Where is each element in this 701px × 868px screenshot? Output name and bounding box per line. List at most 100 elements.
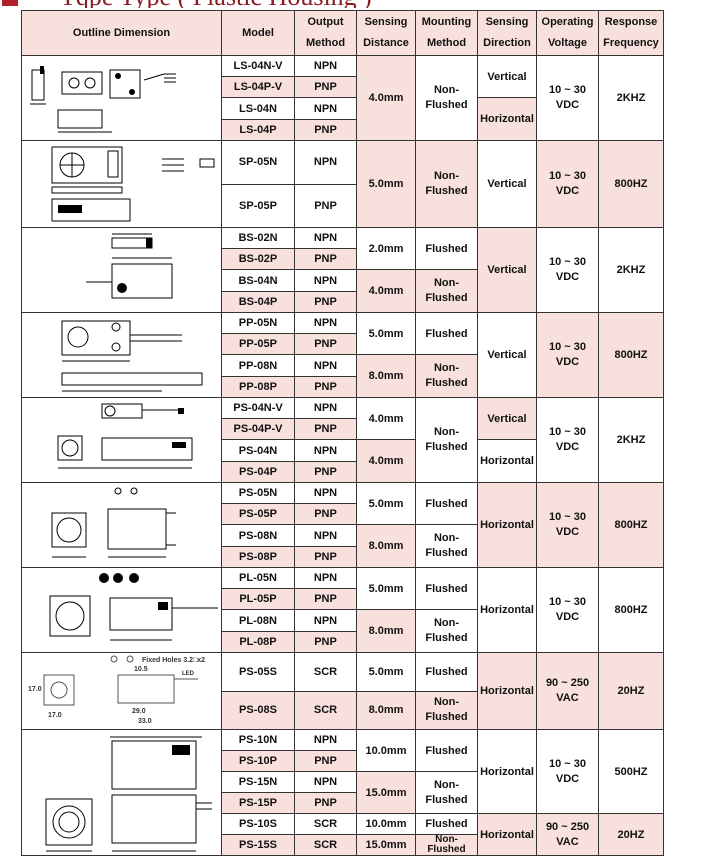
pp-sensor-drawing	[61, 320, 203, 392]
frequency-cell: 800HZ	[598, 567, 664, 653]
outline-drawing-ls	[21, 55, 222, 141]
output-cell: PNP	[294, 376, 357, 398]
distance-cell: 2.0mm	[356, 227, 416, 270]
model-cell: PS-05P	[221, 503, 295, 525]
distance-cell: 4.0mm	[356, 439, 416, 483]
dim-label: 29.0	[132, 708, 146, 715]
frequency-cell: 2KHZ	[598, 397, 664, 483]
model-cell: PS-10S	[221, 813, 295, 835]
outline-drawing-bs	[21, 227, 222, 313]
model-cell: PP-05N	[221, 312, 295, 334]
distance-cell: 10.0mm	[356, 813, 416, 835]
model-cell: LS-04N-V	[221, 55, 295, 77]
outline-drawing-sp	[21, 140, 222, 228]
output-cell: PNP	[294, 546, 357, 568]
mounting-cell: Flushed	[415, 729, 478, 772]
page-title-text: Tqpe Type ( Plastic Housing )	[60, 0, 372, 8]
frequency-cell: 800HZ	[598, 312, 664, 398]
output-cell: PNP	[294, 461, 357, 483]
direction-cell: Horizontal	[477, 813, 537, 856]
distance-cell: 15.0mm	[356, 771, 416, 814]
output-cell: PNP	[294, 119, 357, 141]
output-cell: PNP	[294, 333, 357, 355]
ps05s-sensor-drawing: Fixed Holes 3.2□x2 17.0 17.0 10.5 LED 29…	[28, 655, 205, 725]
distance-cell: 15.0mm	[356, 834, 416, 856]
outline-drawing-ps10	[21, 729, 222, 856]
outline-drawing-ps05	[21, 482, 222, 568]
direction-cell: Horizontal	[477, 482, 537, 568]
outline-drawing-pl	[21, 567, 222, 653]
output-cell: SCR	[294, 690, 357, 730]
distance-cell: 8.0mm	[356, 354, 416, 398]
frequency-cell: 2KHZ	[598, 227, 664, 313]
page-title: Tqpe Type ( Plastic Housing )	[0, 0, 701, 8]
model-cell: LS-04P	[221, 119, 295, 141]
frequency-cell: 20HZ	[598, 652, 664, 730]
frequency-cell: 500HZ	[598, 729, 664, 814]
outline-drawing-pp	[21, 312, 222, 398]
model-cell: SP-05P	[221, 183, 295, 228]
dim-label: 17.0	[28, 686, 42, 693]
model-cell: PP-08N	[221, 354, 295, 377]
model-cell: SP-05N	[221, 140, 295, 185]
model-cell: LS-04N	[221, 97, 295, 120]
model-cell: PL-08N	[221, 609, 295, 632]
model-cell: PS-05N	[221, 482, 295, 504]
direction-cell: Vertical	[477, 397, 537, 440]
header-model: Model	[221, 10, 295, 56]
mounting-cell: Non-Flushed	[415, 397, 478, 483]
fixed-holes-label: Fixed Holes 3.2□x2	[142, 657, 205, 664]
direction-cell: Vertical	[477, 140, 537, 228]
frequency-cell: 800HZ	[598, 482, 664, 568]
model-cell: BS-02N	[221, 227, 295, 249]
output-cell: NPN	[294, 55, 357, 77]
mounting-cell: Flushed	[415, 652, 478, 692]
distance-cell: 5.0mm	[356, 140, 416, 228]
distance-cell: 5.0mm	[356, 652, 416, 692]
output-cell: PNP	[294, 183, 357, 228]
frequency-cell: 2KHZ	[598, 55, 664, 141]
model-cell: PS-10N	[221, 729, 295, 751]
mounting-cell: Non-Flushed	[415, 140, 478, 228]
model-cell: BS-02P	[221, 248, 295, 270]
model-cell: BS-04N	[221, 269, 295, 292]
mounting-cell: Flushed	[415, 482, 478, 525]
output-cell: PNP	[294, 631, 357, 653]
model-cell: PL-05N	[221, 567, 295, 589]
output-cell: NPN	[294, 771, 357, 793]
mounting-cell: Non-Flushed	[415, 834, 478, 856]
direction-cell: Vertical	[477, 312, 537, 398]
model-cell: PS-15S	[221, 834, 295, 856]
model-cell: PP-05P	[221, 333, 295, 355]
model-cell: PS-05S	[221, 652, 295, 692]
bs-sensor-drawing	[86, 233, 173, 299]
pl-sensor-drawing	[49, 573, 218, 641]
distance-cell: 5.0mm	[356, 312, 416, 355]
sp-sensor-drawing	[51, 146, 215, 222]
direction-cell: Vertical	[477, 227, 537, 313]
direction-cell: Horizontal	[477, 97, 537, 141]
output-cell: NPN	[294, 567, 357, 589]
output-cell: PNP	[294, 503, 357, 525]
output-cell: SCR	[294, 652, 357, 692]
output-cell: NPN	[294, 312, 357, 334]
mounting-cell: Non-Flushed	[415, 354, 478, 398]
output-cell: SCR	[294, 834, 357, 856]
model-cell: PS-04N-V	[221, 397, 295, 419]
direction-cell: Horizontal	[477, 439, 537, 483]
output-cell: PNP	[294, 248, 357, 270]
model-cell: PS-04N	[221, 439, 295, 462]
direction-cell: Horizontal	[477, 567, 537, 653]
model-cell: PS-08S	[221, 690, 295, 730]
output-cell: NPN	[294, 439, 357, 462]
mounting-cell: Non-Flushed	[415, 609, 478, 653]
